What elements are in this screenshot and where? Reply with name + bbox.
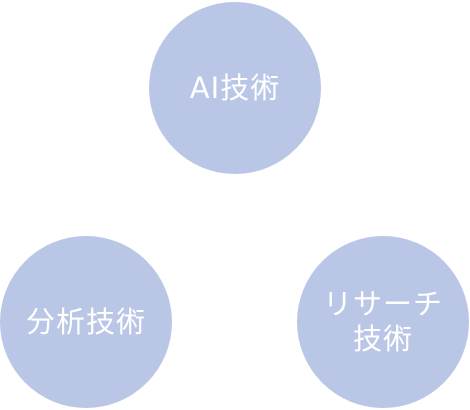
research-technology-label-line-1: リサーチ	[322, 287, 443, 322]
research-technology-label-line-2: 技術	[352, 322, 413, 356]
ai-technology-label: AI技術	[189, 70, 281, 105]
research-technology-circle: リサーチ 技術	[297, 236, 469, 408]
ai-technology-circle: AI技術	[149, 2, 321, 174]
analysis-technology-circle: 分析技術	[0, 236, 172, 408]
analysis-technology-label: 分析技術	[25, 304, 146, 339]
